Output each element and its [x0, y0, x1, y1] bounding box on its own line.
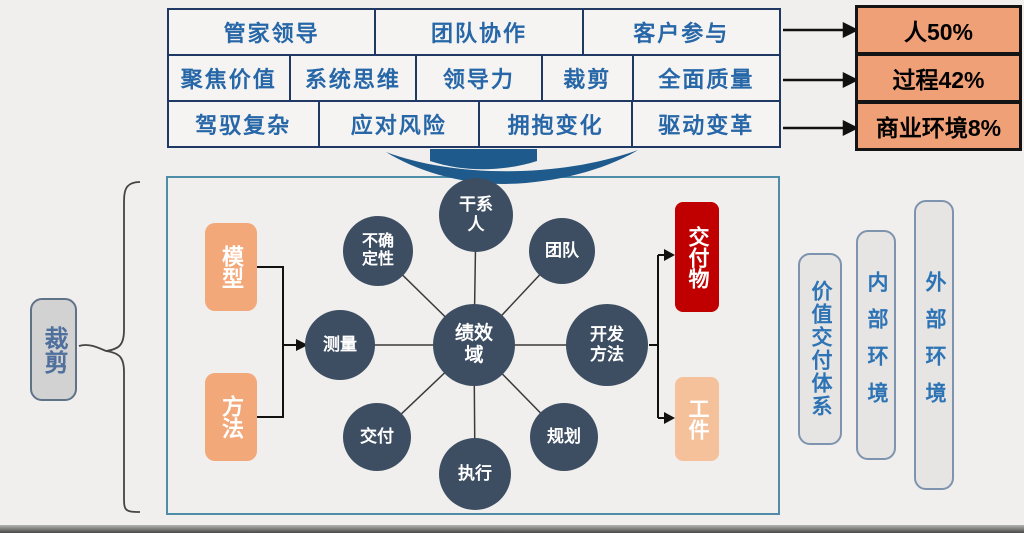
value-delivery-system-bar: 价值交付体系: [798, 253, 842, 445]
principle-cell: 系统思维: [288, 54, 418, 102]
external-environment-label: 外部环境: [923, 271, 946, 419]
tailoring-brace: [78, 181, 141, 513]
tailoring-box: 裁剪: [30, 298, 77, 401]
domain-planning: 规划: [530, 403, 598, 471]
domain-team: 团队: [529, 218, 595, 284]
bottom-edge-strip: [0, 525, 1024, 533]
principle-cell: 应对风险: [317, 100, 480, 148]
principles-row-3: 驾驭复杂 应对风险 拥抱变化 驱动变革: [167, 100, 781, 148]
performance-domains-hub: 绩效 域: [433, 304, 515, 386]
principle-cell: 聚焦价值: [167, 54, 291, 102]
principle-cell: 驱动变革: [631, 100, 781, 148]
principle-cell: 客户参与: [581, 8, 782, 56]
artifact-label: 工件: [686, 398, 709, 440]
principle-cell: 管家领导: [167, 8, 377, 56]
principle-cell: 团队协作: [374, 8, 584, 56]
domain-measurement: 测量: [305, 310, 375, 380]
principle-cell: 驾驭复杂: [167, 100, 320, 148]
principle-cell: 拥抱变化: [477, 100, 634, 148]
external-environment-bar: 外部环境: [914, 200, 954, 490]
value-delivery-system-label: 价值交付体系: [809, 280, 832, 418]
principles-table: 管家领导 团队协作 客户参与 聚焦价值 系统思维 领导力 裁剪 全面质量 驾驭复…: [167, 8, 782, 148]
deliverable-box: 交付物: [675, 202, 719, 312]
domain-execution: 执行: [439, 438, 511, 510]
principle-cell: 裁剪: [540, 54, 634, 102]
domain-uncertainty: 不确 定性: [343, 216, 413, 286]
stat-business-environment: 商业环境8%: [855, 101, 1022, 151]
tailoring-label: 裁剪: [40, 325, 67, 374]
stat-arrows: [783, 21, 859, 137]
principle-cell: 全面质量: [631, 54, 781, 102]
stat-process: 过程42%: [855, 53, 1022, 103]
internal-environment-label: 内部环境: [865, 271, 888, 419]
domain-development-approach: 开发 方法: [566, 304, 648, 386]
domain-stakeholder: 干系 人: [439, 178, 513, 252]
stat-people: 人50%: [855, 5, 1022, 55]
principle-cell: 领导力: [415, 54, 543, 102]
artifact-box: 工件: [675, 377, 719, 461]
method-box: 方法: [205, 373, 257, 461]
deliverable-label: 交付物: [686, 225, 709, 289]
stat-boxes: 人50% 过程42% 商业环境8%: [855, 5, 1022, 151]
principles-row-2: 聚焦价值 系统思维 领导力 裁剪 全面质量: [167, 54, 781, 102]
model-box: 模型: [205, 223, 257, 311]
domain-delivery: 交付: [343, 403, 411, 471]
model-label: 模型: [219, 245, 244, 289]
method-label: 方法: [219, 395, 244, 439]
internal-environment-bar: 内部环境: [856, 230, 896, 460]
principles-row-1: 管家领导 团队协作 客户参与: [167, 8, 782, 56]
